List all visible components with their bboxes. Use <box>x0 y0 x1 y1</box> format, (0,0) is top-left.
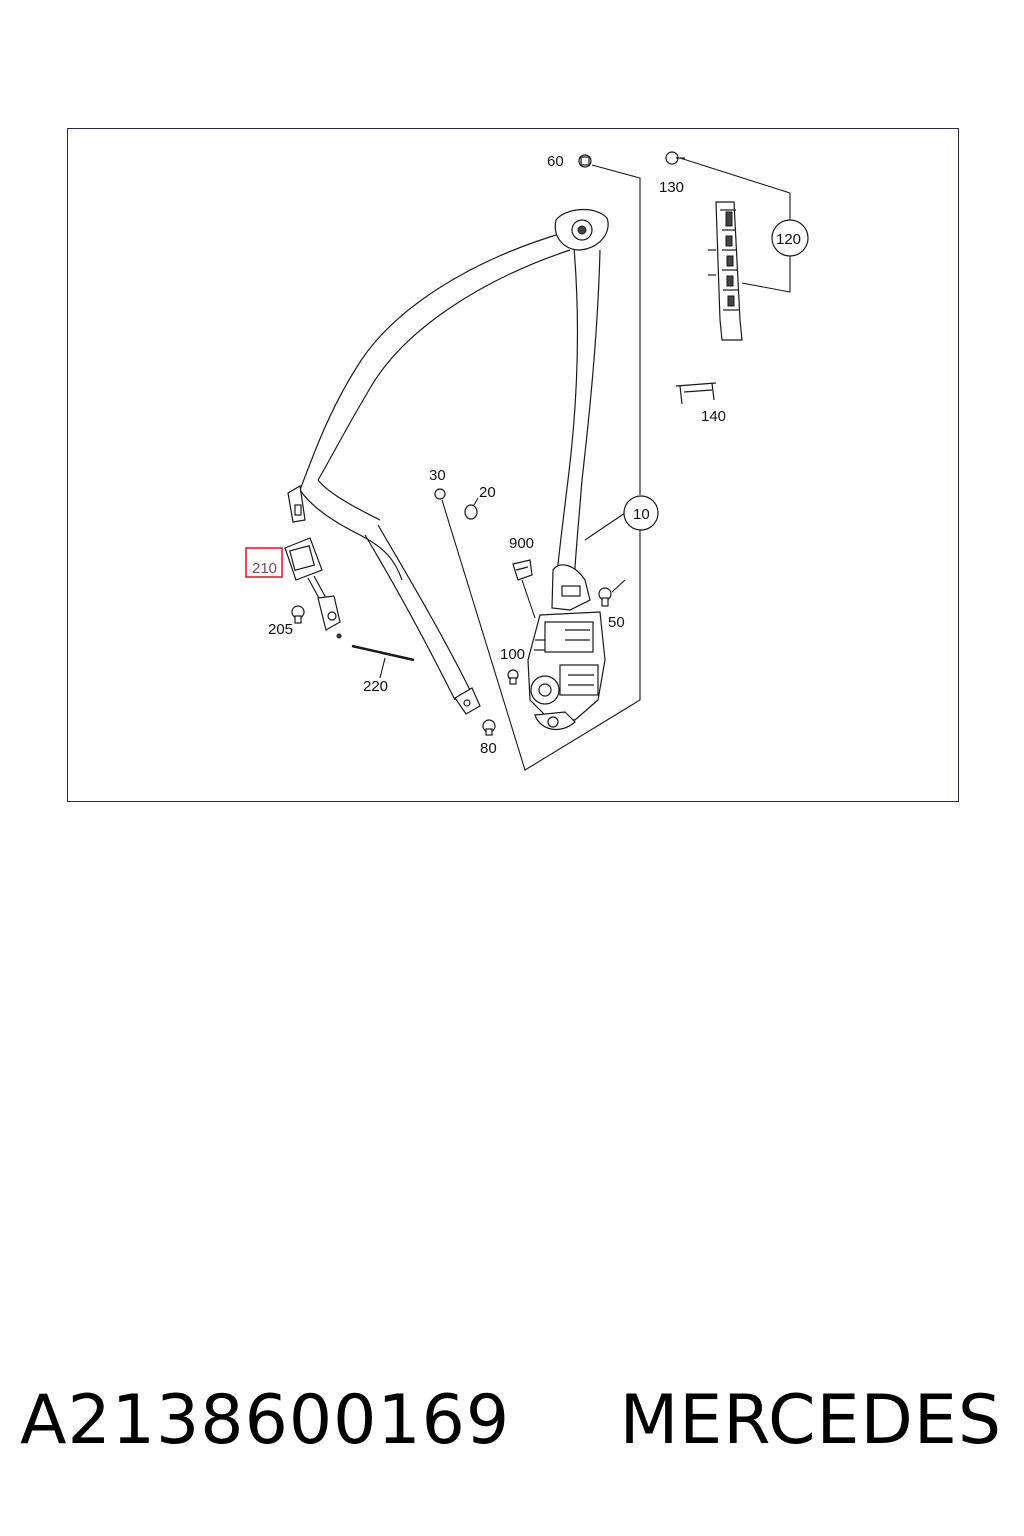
leader-lines <box>379 157 791 771</box>
callout-30: 30 <box>429 467 446 484</box>
height-adjuster-rail <box>708 201 743 341</box>
bolt-205 <box>291 605 305 624</box>
rod-220 <box>351 644 415 662</box>
callout-60: 60 <box>547 153 564 170</box>
belt-end-fitting <box>287 485 306 523</box>
callout-120: 120 <box>776 231 801 248</box>
callout-100: 100 <box>500 646 525 663</box>
washer-20 <box>464 504 478 520</box>
callout-130: 130 <box>659 179 684 196</box>
bolt-100 <box>507 669 519 685</box>
washer-30 <box>434 488 446 500</box>
bolt-50 <box>598 587 612 607</box>
buckle-210 <box>284 537 342 639</box>
footer: A2138600169 MERCEDES <box>0 1370 1024 1470</box>
trim-clip-140 <box>675 382 717 405</box>
bolt-80 <box>482 719 496 736</box>
upper-belt-guide <box>554 209 609 251</box>
callout-20: 20 <box>479 484 496 501</box>
lower-anchor-plate <box>454 687 481 715</box>
callout-210: 210 <box>252 560 277 577</box>
callout-50: 50 <box>608 614 625 631</box>
callout-circle-120 <box>771 219 809 257</box>
retractor-assembly <box>527 564 606 731</box>
callout-900: 900 <box>509 535 534 552</box>
label-plate-900 <box>512 559 533 581</box>
part-number: A2138600169 <box>20 1380 511 1460</box>
callout-10: 10 <box>633 506 650 523</box>
callout-circle-10 <box>623 495 659 531</box>
callout-80: 80 <box>480 740 497 757</box>
diagram-frame <box>67 128 959 802</box>
callout-220: 220 <box>363 678 388 695</box>
bolt-130 <box>665 151 685 165</box>
callout-140: 140 <box>701 408 726 425</box>
highlight-box-210 <box>245 547 283 578</box>
bolt-60 <box>578 154 592 168</box>
belt-webbing <box>299 231 601 701</box>
callout-205: 205 <box>268 621 293 638</box>
brand-name: MERCEDES <box>619 1380 1002 1460</box>
